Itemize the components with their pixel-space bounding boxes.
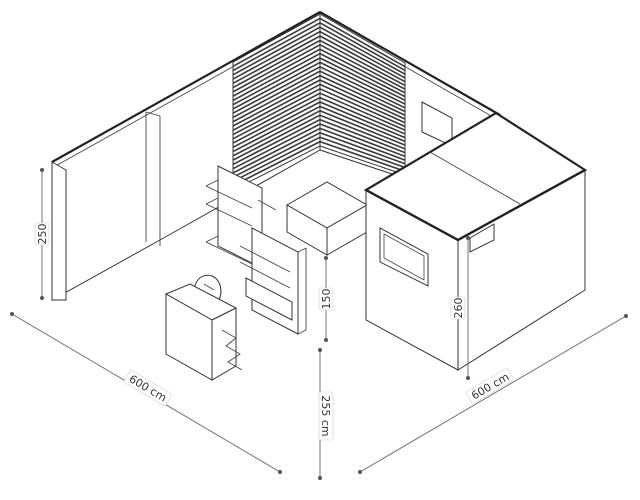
slat-line <box>232 79 321 127</box>
slat-line <box>232 30 321 80</box>
slat-line <box>319 140 406 173</box>
slat-line <box>232 114 321 161</box>
slat-line <box>319 61 406 105</box>
slat-line <box>232 92 321 140</box>
slat-line <box>319 48 406 94</box>
slat-line <box>319 92 406 131</box>
slat-line <box>232 96 321 144</box>
slat-line <box>232 22 321 72</box>
slat-line <box>232 83 321 131</box>
slat-line <box>232 48 321 97</box>
dim-cabin-height <box>466 236 470 380</box>
slat-line <box>232 44 321 93</box>
slat-line <box>319 66 406 109</box>
slat-line <box>319 83 406 124</box>
slat-line <box>319 136 406 169</box>
slat-line <box>232 101 321 149</box>
slat-line <box>232 105 321 153</box>
slat-line <box>232 52 321 102</box>
slatwall-lines-left <box>232 17 321 187</box>
label-shelf-height: 150 <box>320 289 333 310</box>
top-frame-left <box>51 11 321 163</box>
label-front-depth: 255 cm <box>319 395 332 436</box>
label-width-right: 600 cm <box>469 370 511 402</box>
slat-line <box>319 127 406 161</box>
slat-line <box>319 96 406 135</box>
slat-line <box>319 70 406 113</box>
slat-line <box>319 74 406 116</box>
slat-line <box>319 110 406 146</box>
slat-line <box>319 105 406 143</box>
slat-line <box>232 26 321 76</box>
dim-width-right <box>358 314 628 474</box>
slat-line <box>319 35 406 83</box>
slat-line <box>319 101 406 139</box>
slat-line <box>319 39 406 87</box>
slat-line <box>319 123 406 158</box>
slat-line <box>232 110 321 157</box>
label-cabin-height: 260 <box>452 298 465 319</box>
slat-line <box>232 61 321 110</box>
slat-line <box>319 132 406 165</box>
slat-line <box>319 79 406 120</box>
slat-line <box>232 140 321 187</box>
slat-line <box>232 57 321 106</box>
reception-desk <box>164 283 243 381</box>
left-end-panel <box>51 161 67 301</box>
slat-line <box>232 70 321 119</box>
slat-line <box>319 22 406 72</box>
slat-line <box>232 66 321 114</box>
slat-line <box>319 88 406 128</box>
slat-line <box>232 127 321 174</box>
slat-line <box>232 74 321 123</box>
slat-line <box>319 30 406 79</box>
slat-line <box>232 132 321 178</box>
slat-line <box>232 35 321 85</box>
slat-line <box>232 88 321 136</box>
shelf-unit-front <box>239 227 307 335</box>
slat-line <box>232 39 321 89</box>
slat-line <box>232 118 321 166</box>
slat-line <box>319 114 406 150</box>
slat-line <box>319 26 406 75</box>
slat-line <box>232 136 321 183</box>
cabin-door <box>469 223 495 253</box>
top-frame-right <box>319 11 501 116</box>
tv-screen-cabin <box>379 227 429 287</box>
label-wall-height: 250 <box>36 224 49 245</box>
slat-line <box>319 118 406 154</box>
slat-line <box>232 123 321 170</box>
slat-line <box>319 52 406 98</box>
slat-line <box>319 57 406 102</box>
slat-line <box>319 44 406 90</box>
